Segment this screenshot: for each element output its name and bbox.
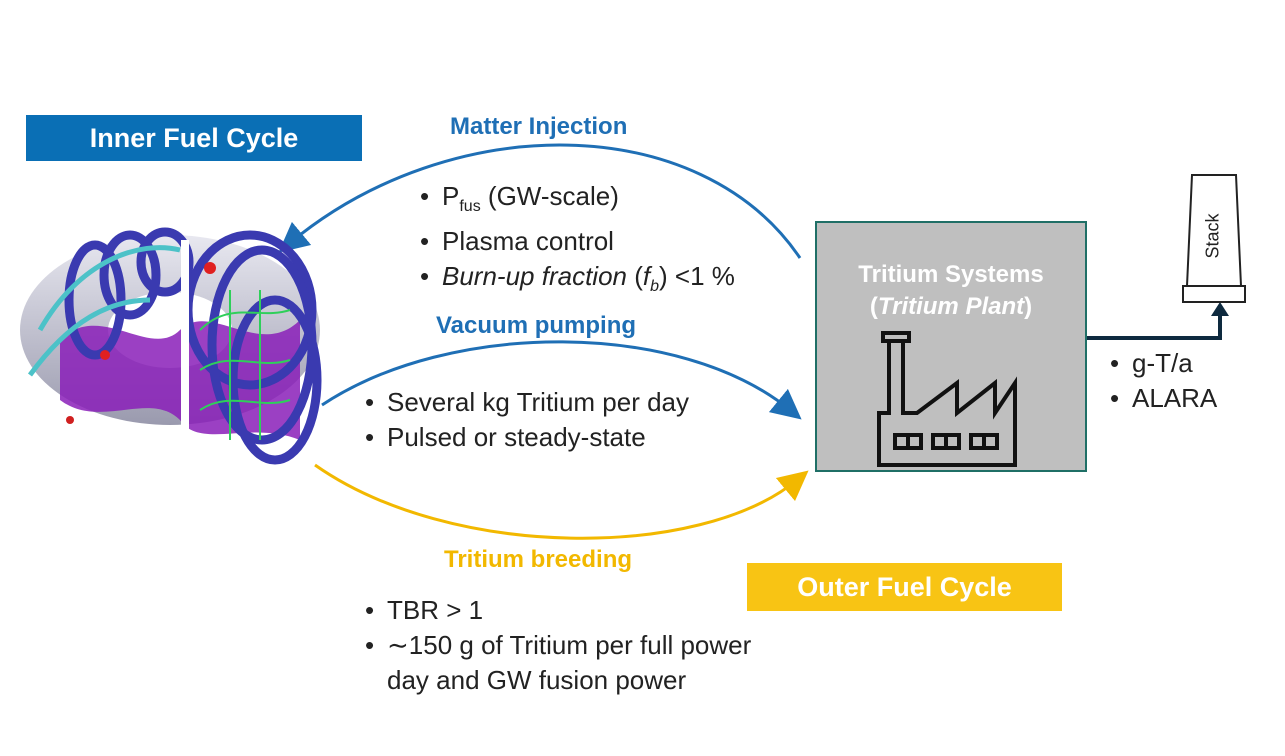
stack-icon — [1182, 174, 1246, 303]
emissions-list: g-T/a ALARA — [1110, 346, 1217, 416]
matter-injection-arrow — [278, 143, 802, 259]
tokamak-illustration — [20, 227, 322, 465]
stack-connector — [1087, 312, 1222, 340]
matter-injection-item-control: Plasma control — [420, 224, 735, 259]
vacuum-pumping-arrow — [321, 340, 802, 420]
matter-injection-heading: Matter Injection — [450, 113, 628, 140]
vacuum-pumping-heading: Vacuum pumping — [436, 312, 637, 339]
emissions-item: g-T/a — [1110, 346, 1217, 381]
outer-fuel-cycle-banner: Outer Fuel Cycle — [747, 563, 1062, 611]
matter-injection-item-burnup: Burn-up fraction (fb) <1 % — [420, 259, 735, 304]
tritium-breeding-arrow — [314, 463, 809, 540]
stack-label: Stack — [1202, 213, 1223, 259]
vacuum-pumping-item: Pulsed or steady-state — [365, 420, 689, 455]
matter-injection-list: Pfus (GW-scale) Plasma control Burn-up f… — [420, 179, 735, 304]
tritium-breeding-item: TBR > 1 — [365, 593, 765, 628]
tritium-breeding-item: ∼150 g of Tritium per full power day and… — [365, 628, 765, 698]
vacuum-pumping-list: Several kg Tritium per day Pulsed or ste… — [365, 385, 689, 455]
stack-connector-arrowhead — [1211, 302, 1229, 316]
vacuum-pumping-item: Several kg Tritium per day — [365, 385, 689, 420]
factory-icon — [877, 331, 1017, 467]
emissions-item: ALARA — [1110, 381, 1217, 416]
tritium-breeding-list: TBR > 1 ∼150 g of Tritium per full power… — [365, 593, 765, 698]
tritium-plant-box: Tritium Systems (Tritium Plant) — [815, 221, 1087, 472]
tritium-breeding-heading: Tritium breeding — [444, 546, 633, 573]
matter-injection-item-power: Pfus (GW-scale) — [420, 179, 735, 224]
tritium-plant-title: Tritium Systems (Tritium Plant) — [858, 261, 1044, 320]
inner-fuel-cycle-banner: Inner Fuel Cycle — [26, 115, 362, 161]
